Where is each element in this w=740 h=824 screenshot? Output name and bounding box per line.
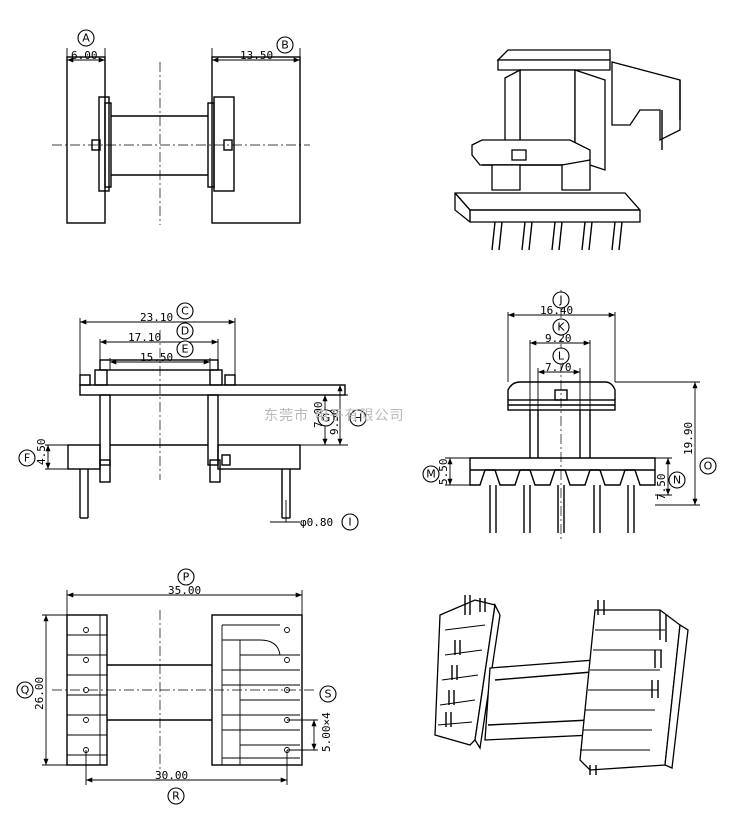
dim-i-value: φ0.80 [300,516,333,529]
dim-a-value: 6.00 [71,49,98,62]
dim-s-value: 5.00×4 [320,712,333,752]
callout-a: A [77,29,95,47]
callout-b-label: B [281,39,289,52]
callout-g-label: G [322,412,331,425]
dim-o-value: 19.90 [682,422,695,455]
watermark-text: 东莞市 电子有限公司 [264,407,404,424]
callout-d-label: D [181,325,189,338]
dim-p-value: 35.00 [168,584,201,597]
callout-m: M [422,465,440,483]
callout-f: F [18,449,36,467]
bottom-view: 35.00 P 26.00 Q 30.00 R 5.00×4 S [16,568,337,805]
callout-o: O [699,457,717,475]
callout-p: P [177,568,195,586]
callout-o-label: O [704,460,713,473]
front-view: 23.10 C 17.10 D 15.50 E 7.00 9.30 [18,302,367,531]
callout-s: S [319,685,337,703]
isometric-view-bottom [434,595,689,775]
top-view: 6.00 A 13.50 B [52,29,310,225]
dim-l-value: 7.70 [545,361,572,374]
callout-g: G [317,409,335,427]
callout-s-label: S [325,688,332,701]
callout-n-label: N [673,474,681,487]
callout-k: K [552,318,570,336]
dim-c-value: 23.10 [140,311,173,324]
dim-e-value: 15.50 [140,351,173,364]
callout-k-label: K [557,321,565,334]
callout-d: D [176,322,194,340]
callout-r-label: R [172,790,180,803]
side-view: 16.40 J 9.20 K 7.70 L 5.50 M [422,290,717,540]
callout-n: N [668,471,686,489]
callout-c: C [176,302,194,320]
callout-i-label: I [348,516,351,529]
dim-k-value: 9.20 [545,332,572,345]
callout-l-label: L [558,350,565,363]
dim-m-value: 5.50 [437,459,450,486]
callout-j-label: J [558,294,562,307]
callout-a-label: A [82,32,90,45]
dim-r-value: 30.00 [155,769,188,782]
callout-b: B [276,36,294,54]
dim-b-value: 13.50 [240,49,273,62]
callout-h-label: H [354,412,362,425]
callout-h: H [349,409,367,427]
dim-n-value: 7.50 [655,474,668,501]
callout-j: J [552,291,570,309]
callout-q-label: Q [21,684,30,697]
callout-l: L [552,347,570,365]
callout-c-label: C [181,305,189,318]
callout-i: I [341,513,359,531]
callout-q: Q [16,681,34,699]
callout-p-label: P [183,571,190,584]
callout-e-label: E [182,343,189,356]
isometric-view-top [454,49,681,251]
callout-r: R [167,787,185,805]
callout-f-label: F [24,452,30,465]
callout-e: E [176,340,194,358]
dim-f-value: 4.50 [35,439,48,466]
dim-d-value: 17.10 [128,331,161,344]
callout-m-label: M [426,468,436,481]
dim-q-value: 26.00 [33,677,46,710]
